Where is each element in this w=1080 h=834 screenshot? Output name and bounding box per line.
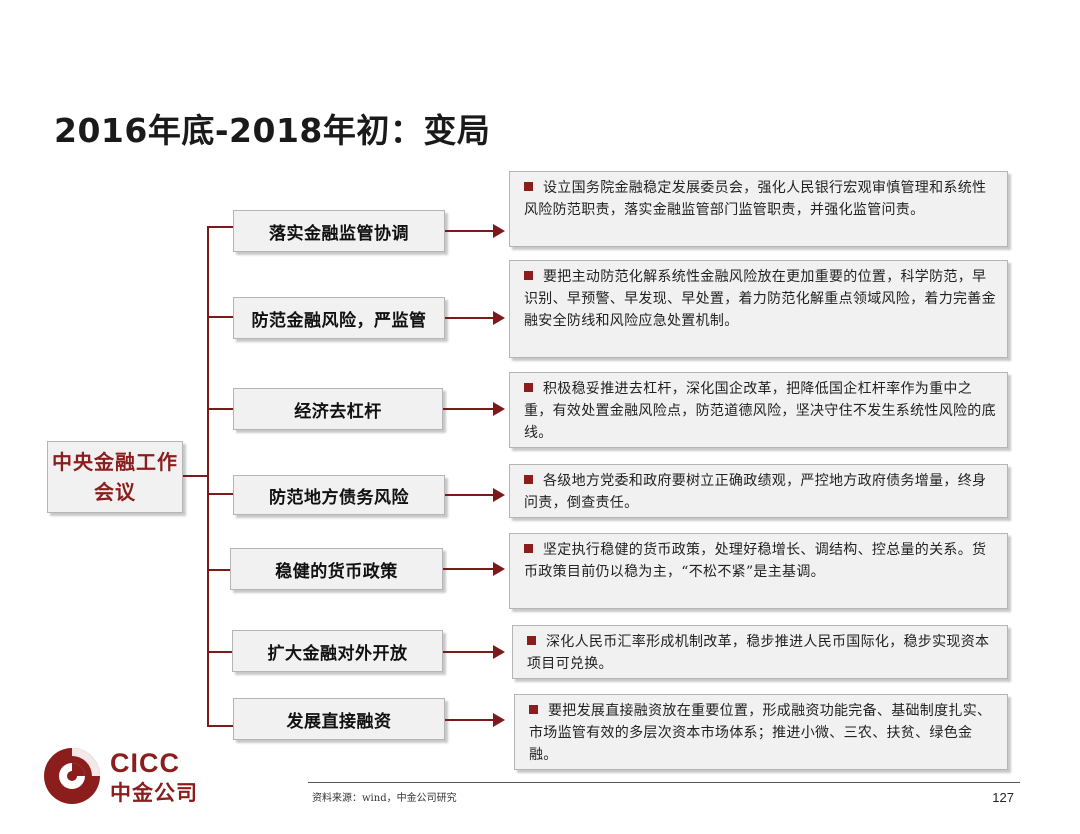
arrow-4 bbox=[445, 488, 505, 502]
arrow-6 bbox=[443, 645, 505, 659]
footer-divider bbox=[308, 782, 1020, 783]
bracket-branch-3 bbox=[207, 408, 233, 410]
bullet-icon bbox=[527, 636, 536, 645]
page-number: 127 bbox=[992, 790, 1014, 805]
branch-label-1: 落实金融监管协调 bbox=[233, 210, 445, 252]
branch-label-3: 经济去杠杆 bbox=[233, 388, 443, 430]
branch-detail-2: 要把主动防范化解系统性金融风险放在更加重要的位置，科学防范，早识别、早预警、早发… bbox=[509, 260, 1008, 358]
cicc-logo-icon bbox=[44, 748, 100, 804]
branch-detail-text-3: 积极稳妥推进去杠杆，深化国企改革，把降低国企杠杆率作为重中之重，有效处置金融风险… bbox=[524, 381, 996, 441]
central-node: 中央金融工作 会议 bbox=[47, 441, 183, 513]
bracket-stem bbox=[183, 475, 207, 477]
bracket-branch-6 bbox=[207, 651, 233, 653]
arrow-2 bbox=[445, 311, 505, 325]
bullet-icon bbox=[524, 182, 533, 191]
branch-detail-7: 要把发展直接融资放在重要位置，形成融资功能完备、基础制度扎实、市场监管有效的多层… bbox=[514, 694, 1008, 770]
bracket-branch-4 bbox=[207, 493, 233, 495]
logo-text-cn: 中金公司 bbox=[110, 781, 198, 805]
arrow-7 bbox=[445, 713, 505, 727]
branch-detail-4: 各级地方党委和政府要树立正确政绩观，严控地方政府债务增量，终身问责，倒查责任。 bbox=[509, 464, 1008, 518]
branch-label-2: 防范金融风险，严监管 bbox=[233, 297, 445, 339]
branch-detail-text-6: 深化人民币汇率形成机制改革，稳步推进人民币国际化，稳步实现资本项目可兑换。 bbox=[527, 634, 990, 672]
arrow-1 bbox=[445, 224, 505, 238]
branch-detail-text-5: 坚定执行稳健的货币政策，处理好稳增长、调结构、控总量的关系。货币政策目前仍以稳为… bbox=[524, 542, 987, 580]
arrow-3 bbox=[443, 402, 505, 416]
branch-label-7: 发展直接融资 bbox=[233, 698, 445, 740]
bullet-icon bbox=[524, 475, 533, 484]
central-node-line1: 中央金融工作 bbox=[52, 450, 178, 474]
bullet-icon bbox=[524, 271, 533, 280]
source-note: 资料来源：wind，中金公司研究 bbox=[312, 793, 457, 804]
arrow-5 bbox=[443, 562, 505, 576]
branch-detail-5: 坚定执行稳健的货币政策，处理好稳增长、调结构、控总量的关系。货币政策目前仍以稳为… bbox=[509, 533, 1008, 609]
central-node-line2: 会议 bbox=[94, 480, 136, 504]
bullet-icon bbox=[524, 383, 533, 392]
branch-label-4: 防范地方债务风险 bbox=[233, 475, 445, 515]
branch-detail-6: 深化人民币汇率形成机制改革，稳步推进人民币国际化，稳步实现资本项目可兑换。 bbox=[512, 625, 1008, 679]
logo-text-en: CICC bbox=[110, 748, 180, 778]
page-title: 2016年底-2018年初：变局 bbox=[54, 111, 491, 150]
branch-detail-text-7: 要把发展直接融资放在重要位置，形成融资功能完备、基础制度扎实、市场监管有效的多层… bbox=[529, 703, 992, 763]
branch-label-6: 扩大金融对外开放 bbox=[232, 630, 443, 672]
bracket-branch-2 bbox=[207, 316, 233, 318]
bullet-icon bbox=[524, 544, 533, 553]
bullet-icon bbox=[529, 705, 538, 714]
branch-detail-text-2: 要把主动防范化解系统性金融风险放在更加重要的位置，科学防范，早识别、早预警、早发… bbox=[524, 269, 996, 329]
branch-detail-text-4: 各级地方党委和政府要树立正确政绩观，严控地方政府债务增量，终身问责，倒查责任。 bbox=[524, 473, 987, 511]
branch-detail-text-1: 设立国务院金融稳定发展委员会，强化人民银行宏观审慎管理和系统性风险防范职责，落实… bbox=[524, 180, 987, 218]
bracket-vertical bbox=[207, 226, 209, 726]
branch-label-5: 稳健的货币政策 bbox=[230, 548, 443, 590]
bracket-branch-5 bbox=[207, 569, 233, 571]
bracket-branch-1 bbox=[207, 226, 233, 228]
branch-detail-1: 设立国务院金融稳定发展委员会，强化人民银行宏观审慎管理和系统性风险防范职责，落实… bbox=[509, 171, 1008, 247]
bracket-branch-7 bbox=[207, 725, 233, 727]
branch-detail-3: 积极稳妥推进去杠杆，深化国企改革，把降低国企杠杆率作为重中之重，有效处置金融风险… bbox=[509, 372, 1008, 448]
